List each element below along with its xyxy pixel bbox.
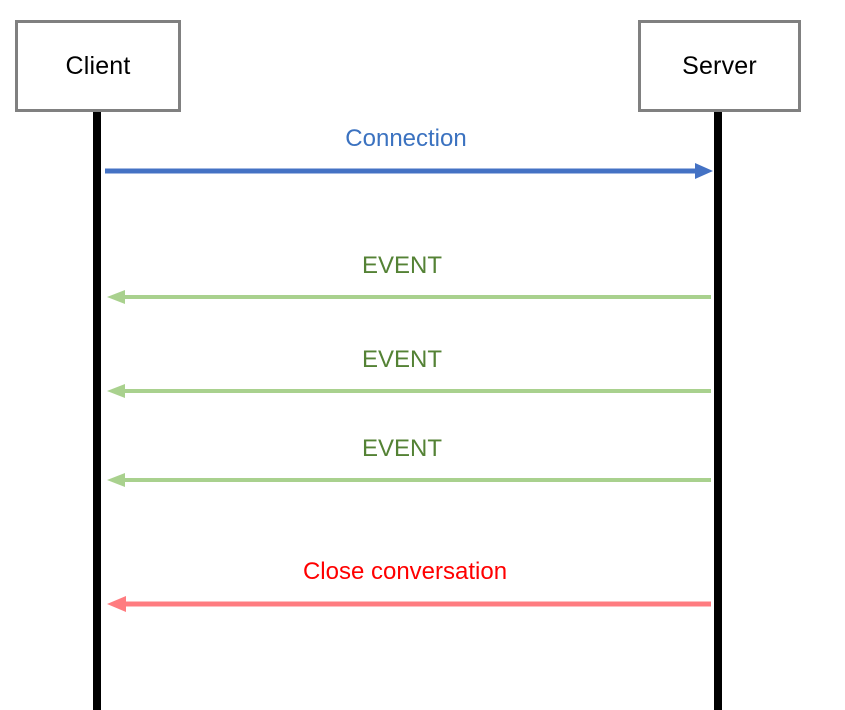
participant-box-client[interactable]: Client <box>15 20 181 112</box>
message-label-event-2: EVENT <box>361 346 443 373</box>
arrow-event-2-left <box>107 384 711 398</box>
message-label-connection: Connection <box>345 125 467 152</box>
participant-label-client: Client <box>65 51 131 80</box>
arrow-close-conversation-left <box>107 596 711 612</box>
participant-label-server: Server <box>682 51 757 80</box>
lifeline-client <box>93 112 101 710</box>
participant-box-server[interactable]: Server <box>638 20 801 112</box>
message-label-event-1: EVENT <box>361 252 443 279</box>
message-label-close-conversation: Close conversation <box>302 558 508 585</box>
arrow-event-1-left <box>107 290 711 304</box>
message-label-event-3: EVENT <box>361 435 443 462</box>
lifeline-server <box>714 112 722 710</box>
arrow-connection-right <box>105 163 713 179</box>
arrow-event-3-left <box>107 473 711 487</box>
